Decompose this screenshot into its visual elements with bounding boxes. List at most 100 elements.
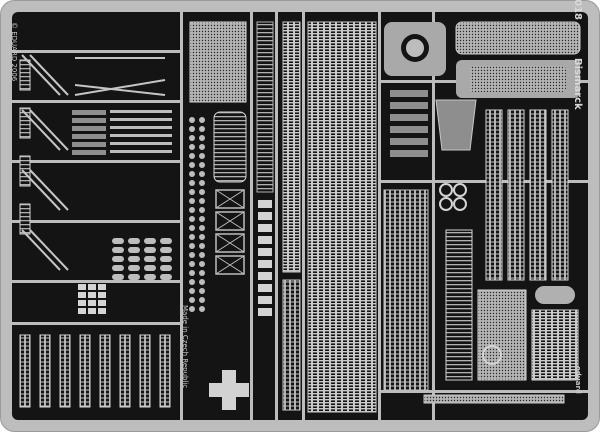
round-part [199, 162, 205, 168]
bar-part [390, 126, 428, 133]
frame-part [215, 211, 245, 231]
round-part [189, 135, 195, 141]
round-part [189, 243, 195, 249]
fitting-part [160, 247, 172, 253]
round-part [199, 126, 205, 132]
round-part [189, 162, 195, 168]
fitting-part [128, 247, 140, 253]
small-box-part [258, 236, 272, 244]
wheel-part [439, 197, 453, 211]
round-part [189, 117, 195, 123]
fitting-part [144, 247, 156, 253]
fitting-part [160, 274, 172, 280]
round-part [189, 216, 195, 222]
ladder-part [79, 334, 91, 408]
round-part [189, 171, 195, 177]
origin-label: Made in Czech Republic [181, 305, 189, 388]
small-box-part [98, 284, 106, 290]
bar-part [72, 126, 106, 131]
product-code-label: 17 018 [572, 0, 583, 20]
stair-ladders [21, 54, 166, 271]
bar-part [110, 126, 172, 129]
round-part [199, 180, 205, 186]
bar-part [110, 134, 172, 137]
bar-part [390, 114, 428, 121]
fitting-part [144, 238, 156, 244]
small-box-part [88, 292, 96, 298]
fitting-part [112, 238, 124, 244]
round-part [189, 234, 195, 240]
round-part [189, 207, 195, 213]
round-part [189, 306, 195, 312]
parts-group-right [390, 90, 579, 381]
round-part [189, 153, 195, 159]
round-part [199, 207, 205, 213]
long-panel-part [445, 229, 473, 381]
round-part [199, 288, 205, 294]
ladder-part [485, 109, 503, 281]
round-part [199, 270, 205, 276]
fitting-part [144, 256, 156, 262]
round-part [199, 306, 205, 312]
small-box-part [258, 284, 272, 292]
bar-part [390, 90, 428, 97]
round-part [189, 144, 195, 150]
round-part [199, 171, 205, 177]
parts-group-left [19, 59, 172, 408]
ladder-part [507, 109, 525, 281]
bottom-bar-part [423, 394, 565, 404]
wheel-part [453, 197, 467, 211]
fitting-part [160, 256, 172, 262]
panel-part [19, 155, 31, 187]
round-part [199, 279, 205, 285]
ladder-part [119, 334, 131, 408]
round-part [199, 297, 205, 303]
small-box-part [258, 308, 272, 316]
small-box-part [78, 300, 86, 306]
fitting-part [112, 265, 124, 271]
fitting-part [112, 274, 124, 280]
frame-brace [215, 189, 245, 209]
fitting-part [144, 274, 156, 280]
bar-part [390, 138, 428, 145]
frame-brace [215, 233, 245, 253]
round-part [199, 252, 205, 258]
panel-part [19, 107, 31, 139]
ladder-part [39, 334, 51, 408]
round-part [199, 216, 205, 222]
deck-panel-part [477, 289, 527, 381]
small-box-part [98, 308, 106, 314]
small-box-part [258, 272, 272, 280]
brand-label: eduard [574, 366, 582, 394]
product-name-label: Bismarck [572, 58, 583, 110]
small-box-part [258, 296, 272, 304]
bar-part [390, 150, 428, 157]
bar-part [72, 118, 106, 123]
fitting-part [144, 265, 156, 271]
round-part [199, 153, 205, 159]
fitting-part [112, 247, 124, 253]
bar-part [110, 150, 172, 153]
small-box-part [258, 212, 272, 220]
round-part [199, 198, 205, 204]
fitting-part [128, 274, 140, 280]
bar-part [72, 150, 106, 155]
small-box-part [78, 292, 86, 298]
round-part [189, 180, 195, 186]
bar-part [72, 142, 106, 147]
small-box-part [98, 300, 106, 306]
round-part [189, 297, 195, 303]
ladder-part [139, 334, 151, 408]
railing-part [531, 309, 579, 381]
small-box-part [98, 292, 106, 298]
round-part [199, 225, 205, 231]
wheel-part [439, 183, 453, 197]
fitting-part [128, 256, 140, 262]
round-part [189, 126, 195, 132]
round-part [189, 261, 195, 267]
frame-part [215, 189, 245, 209]
round-part [189, 225, 195, 231]
small-box-part [78, 284, 86, 290]
round-part [199, 117, 205, 123]
small-box-part [258, 260, 272, 268]
